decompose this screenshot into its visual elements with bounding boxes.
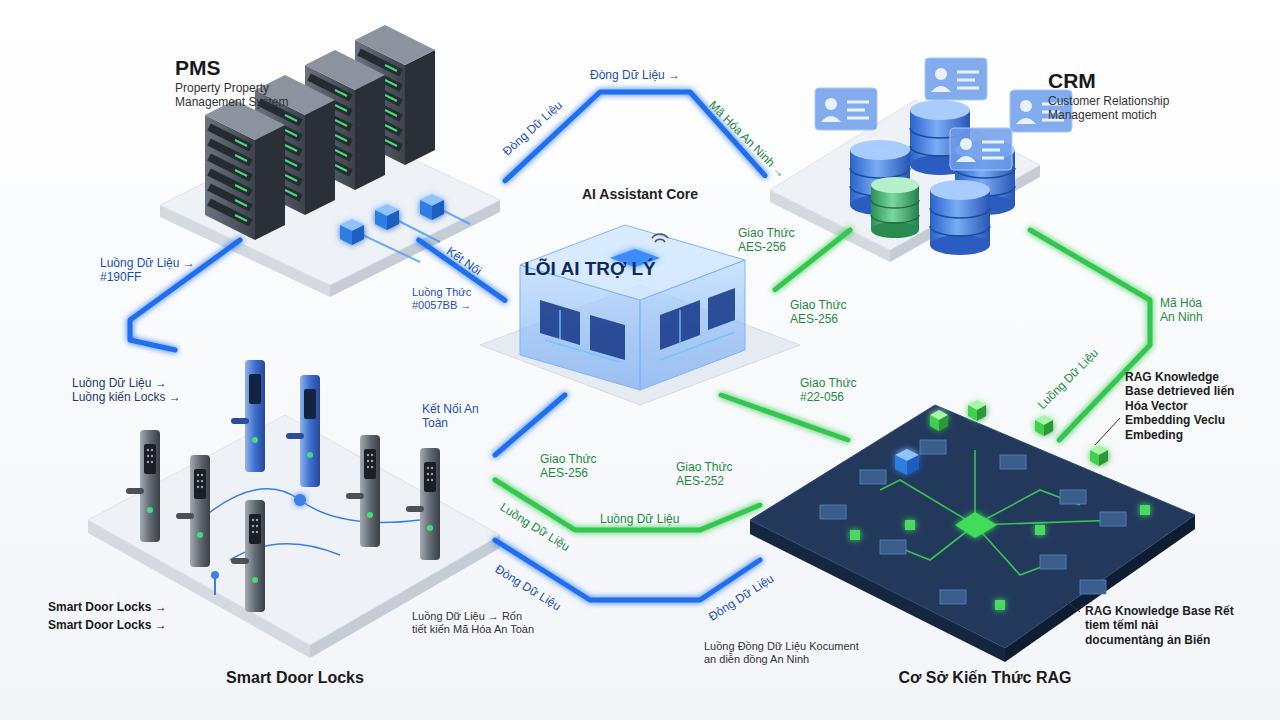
rag-knowledge-base: Cơ Sở Kiến Thức RAG (760, 440, 1200, 690)
data-flow-line (495, 395, 565, 455)
crm-system: CRMCustomer Relationship Management moti… (765, 65, 1230, 230)
connector-label: Đòng Dữ Liệu → (590, 68, 700, 82)
flow-label: Mã Hóa An Ninh → (706, 98, 801, 193)
pms-system: PMSProperty Property Management System (160, 55, 505, 240)
callout-text: RAG Knowledge Base Rết tiem tếml nải doc… (1085, 604, 1235, 647)
node-title: Smart Door Locks (185, 668, 405, 687)
connector-label: Mã Hóa An Ninh (1160, 296, 1218, 325)
node-text: LÕI AI TRỢ LÝ (505, 258, 675, 281)
flow-label: Luồng Thức #0057BB → (412, 286, 484, 312)
connector-label: Kết Nối An Toàn (422, 402, 482, 431)
connector-label: Luồng Dữ Liệu (497, 500, 598, 570)
connector-label: Kết Nối (444, 244, 501, 290)
callout-text: RAG Knowledge Base detrieved liến Hóa Ve… (1125, 370, 1250, 442)
node-title: CRM (1048, 68, 1168, 93)
crm-illustration (770, 58, 1072, 262)
flow-label: Đòng Dữ Liệu (500, 74, 591, 158)
flow-label: Giao Thức AES-256 (540, 452, 602, 481)
flow-label: Giao Thức AES-252 (676, 460, 738, 489)
ai-core-illustration (480, 225, 800, 405)
node-title: AI Assistant Core (555, 186, 725, 203)
flow-label: Luồng Dữ Liệu (1035, 324, 1123, 412)
side-note: Smart Door Locks → (48, 618, 178, 632)
data-flow-line (505, 92, 765, 181)
node-text: Customer Relationship Management motich (1048, 94, 1198, 123)
node-text: Property Property Management System (175, 81, 305, 110)
ai-core: AI Assistant CoreLÕI AI TRỢ LÝ (505, 180, 775, 395)
connector-label: Giao Thức #22-056 (800, 376, 872, 405)
side-note: Luồng Đồng Dữ Liệu Kocument an diễn đồng… (704, 640, 864, 666)
connector-label: Giao Thức AES-256 (738, 226, 800, 255)
flow-label: Giao Thức AES-256 (790, 298, 852, 327)
side-note: Smart Door Locks → (48, 600, 178, 614)
flow-label: Đòng Dữ Liệu (706, 552, 806, 624)
side-note: Luồng Dữ Liệu → Luồng kiến Locks → (72, 376, 190, 405)
node-title: PMS (175, 55, 295, 80)
node-title: Cơ Sở Kiến Thức RAG (840, 668, 1130, 687)
side-note: Luồng Dữ Liệu → Rốn tiết kiến Mã Hóa An … (412, 610, 537, 636)
connector-label: Luồng Dữ Liệu → #190FF (100, 256, 210, 285)
flow-label: Luồng Dữ Liệu (600, 512, 710, 526)
